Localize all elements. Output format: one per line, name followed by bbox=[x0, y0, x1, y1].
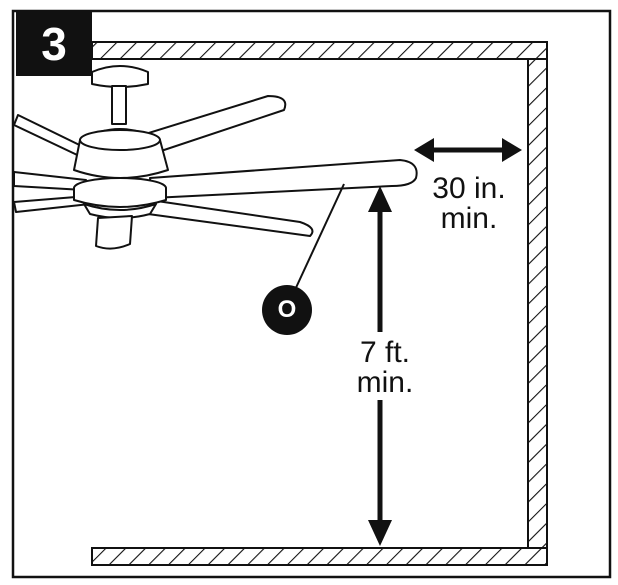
ceiling bbox=[91, 41, 548, 60]
side-clearance-value: 30 in. bbox=[432, 172, 506, 205]
callout-leader-line bbox=[293, 183, 345, 293]
part-callout-badge: O bbox=[262, 285, 312, 335]
ceiling-fan-illustration bbox=[13, 65, 418, 250]
outer-border bbox=[11, 9, 612, 579]
side-clearance-arrow bbox=[414, 138, 522, 162]
floor-clearance-label: 7 ft. min. bbox=[330, 338, 440, 398]
side-clearance-min: min. bbox=[440, 202, 498, 235]
floor bbox=[91, 547, 548, 566]
right-wall bbox=[527, 58, 548, 549]
floor-clearance-value: 7 ft. bbox=[359, 336, 411, 369]
floor-clearance-min: min. bbox=[356, 366, 414, 399]
step-number-badge: 3 bbox=[16, 12, 92, 76]
floor-clearance-arrow bbox=[368, 186, 392, 546]
side-clearance-label: 30 in. min. bbox=[414, 174, 524, 234]
